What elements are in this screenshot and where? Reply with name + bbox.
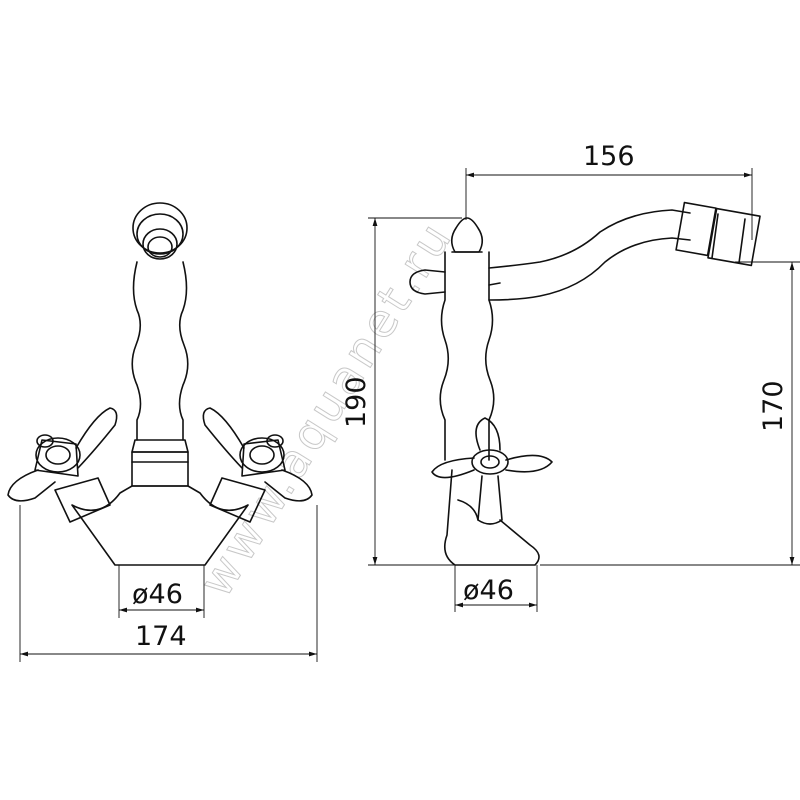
front-view-faucet — [7, 202, 313, 566]
spout-height-label: 170 — [758, 380, 789, 432]
front-overall-width-dimension: 174 — [19, 505, 318, 662]
side-view-faucet — [409, 201, 761, 566]
front-overall-width-label: 174 — [135, 621, 187, 652]
side-base-diameter-dimension: ø46 — [454, 565, 538, 612]
side-spout-reach-dimension: 156 — [465, 141, 753, 240]
overall-height-label: 190 — [341, 376, 372, 428]
front-base-diameter-dimension: ø46 — [118, 565, 205, 618]
side-base-diameter-label: ø46 — [463, 575, 514, 606]
front-base-diameter-label: ø46 — [132, 579, 183, 610]
side-overall-height-dimension: 190 — [341, 217, 462, 566]
spout-reach-label: 156 — [583, 141, 635, 172]
side-spout-height-dimension: 170 — [540, 261, 800, 566]
